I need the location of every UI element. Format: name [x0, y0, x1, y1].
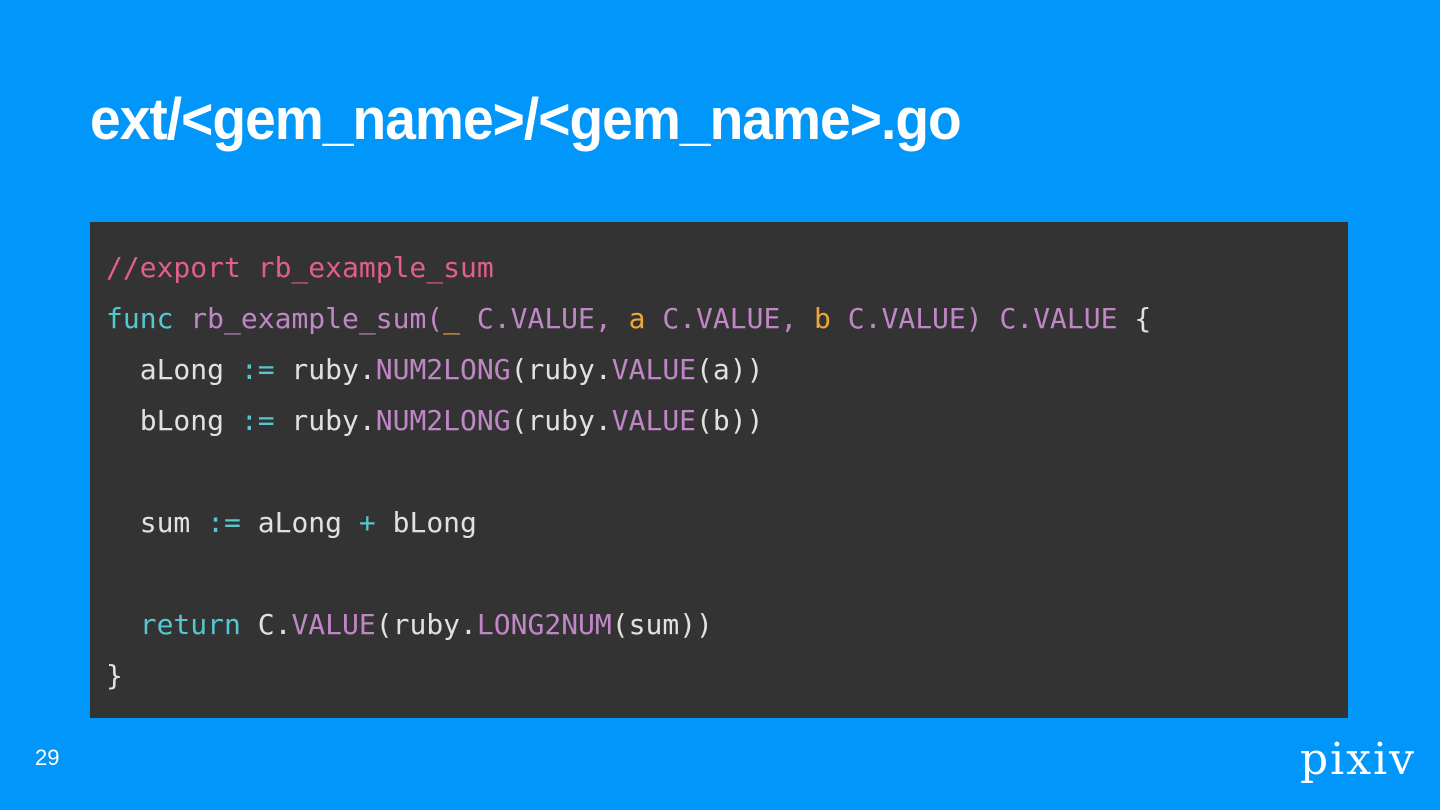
code-token: bLong: [106, 404, 241, 437]
code-token: (b)): [696, 404, 764, 437]
code-line: return C.VALUE(ruby.LONG2NUM(sum)): [106, 599, 1332, 650]
code-token: (ruby.: [510, 404, 612, 437]
code-token: :=: [240, 353, 275, 386]
code-token: return: [139, 608, 241, 641]
code-line: [106, 446, 1332, 497]
code-line: sum := aLong + bLong: [106, 497, 1332, 548]
code-token: (ruby.: [375, 608, 477, 641]
pixiv-logo: pixiv: [1300, 734, 1416, 785]
code-token: _: [443, 302, 461, 335]
page-number: 29: [35, 745, 60, 770]
code-token: C.: [240, 608, 292, 641]
code-token: rb_example_sum(: [190, 302, 444, 335]
code-token: :=: [207, 506, 241, 539]
code-token: :=: [240, 404, 275, 437]
code-token: LONG2NUM: [476, 608, 612, 641]
code-token: NUM2LONG: [375, 353, 511, 386]
code-token: a: [628, 302, 646, 335]
code-line: aLong := ruby.NUM2LONG(ruby.VALUE(a)): [106, 344, 1332, 395]
code-token: ruby.: [274, 353, 376, 386]
code-token: //export rb_example_sum: [106, 251, 494, 284]
code-line: //export rb_example_sum: [106, 242, 1332, 293]
slide-title: ext/<gem_name>/<gem_name>.go: [90, 87, 962, 152]
code-token: C.VALUE): [847, 302, 983, 335]
code-token: VALUE: [291, 608, 376, 641]
code-line: [106, 548, 1332, 599]
code-token: [831, 302, 848, 335]
code-token: [645, 302, 662, 335]
code-token: C.VALUE,: [662, 302, 798, 335]
code-token: C.VALUE,: [476, 302, 612, 335]
code-token: {: [1117, 302, 1152, 335]
code-token: VALUE: [611, 353, 697, 386]
code-token: +: [358, 506, 376, 539]
code-token: aLong: [106, 353, 241, 386]
code-line: func rb_example_sum(_ C.VALUE, a C.VALUE…: [106, 293, 1332, 344]
code-line: bLong := ruby.NUM2LONG(ruby.VALUE(b)): [106, 395, 1332, 446]
code-token: [106, 608, 140, 641]
code-token: C.VALUE: [999, 302, 1118, 335]
code-token: ruby.: [274, 404, 376, 437]
code-token: sum: [106, 506, 208, 539]
code-token: (sum)): [611, 608, 713, 641]
code-token: b: [814, 302, 831, 335]
code-token: [173, 302, 190, 335]
code-token: func: [106, 302, 174, 335]
code-token: }: [106, 659, 123, 692]
code-token: NUM2LONG: [375, 404, 511, 437]
code-token: bLong: [375, 506, 477, 539]
code-token: (ruby.: [510, 353, 612, 386]
code-token: [983, 302, 1000, 335]
code-token: aLong: [240, 506, 359, 539]
code-token: VALUE: [611, 404, 697, 437]
code-line: }: [106, 650, 1332, 701]
code-token: [460, 302, 477, 335]
code-token: (a)): [696, 353, 764, 386]
code-token: [797, 302, 814, 335]
code-token: [612, 302, 629, 335]
